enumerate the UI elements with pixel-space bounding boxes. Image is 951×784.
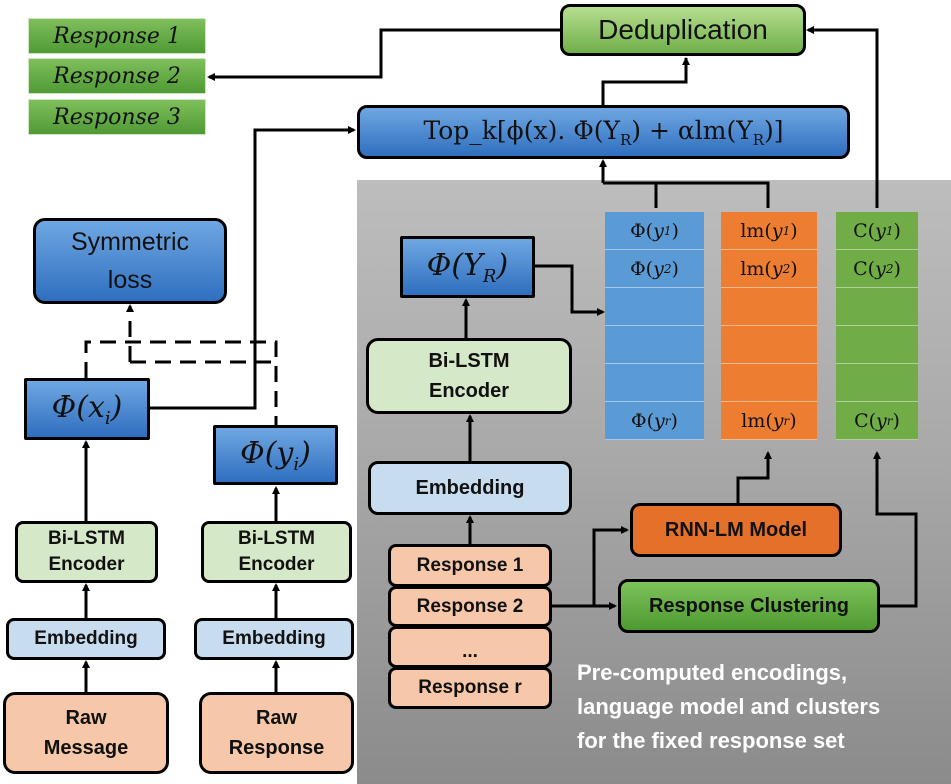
embedding-label: Embedding [222,628,326,649]
response-set-item-label: Response 1 [416,554,524,576]
output-response-3: Response 3 [28,99,206,135]
response-set-item-r: Response r [388,667,552,709]
response-clustering-box: Response Clustering [618,579,880,633]
phi-cell [605,326,704,364]
raw-message-line-2: Message [43,737,129,759]
bilstm-line-2: Encoder [428,380,510,402]
message-bilstm-box: Bi-LSTM Encoder [15,521,158,583]
phi-xi-label: Φ(xi) [51,389,123,429]
bilstm-line-1: Bi-LSTM [47,528,126,549]
topk-formula: Top_k[ϕ(x). Φ(YR) + αlm(YR)] [423,115,784,149]
clustering-label: Response Clustering [648,594,850,617]
embedding-label: Embedding [34,628,138,649]
phi-YR-label: Φ(YR) [426,247,509,287]
bilstm-line-2: Encoder [48,554,125,575]
response-set-embedding-box: Embedding [368,461,572,515]
arrow-c-column-to-deduplication [806,26,879,208]
output-response-2: Response 2 [28,58,206,94]
arrow-topk-to-deduplication-join [601,58,688,105]
phi-YR-box: Φ(YR) [400,236,535,298]
response-embedding-box: Embedding [194,618,354,660]
lm-cell [721,364,817,402]
raw-response-line-1: Raw [255,707,298,729]
response-set-item-label: ... [462,641,478,662]
phi-yi-label: Φ(yi) [240,435,311,475]
raw-response-box: Raw Response [199,692,354,774]
rnn-lm-model-box: RNN-LM Model [630,503,842,557]
lm-cell [721,326,817,364]
symmetric-loss-line-2: loss [107,266,153,294]
lm-cell [721,288,817,326]
topk-scoring-box: Top_k[ϕ(x). Φ(YR) + αlm(YR)] [357,105,850,159]
phi-yi-box: Φ(yi) [213,425,338,485]
arrow-clustering-to-c-column [873,451,918,608]
raw-message-line-1: Raw [65,707,107,729]
response-set-item-label: Response 2 [416,595,524,617]
panel-note-line-1: Pre-computed encodings, [577,660,848,685]
arrow-phi-YR-to-encodings [535,264,605,316]
arrow-phi-xi-to-topk [150,126,356,410]
join-phi-lm-columns [654,181,770,208]
arrow-rnn-lm-to-lm-column [736,451,772,503]
raw-response-line-2: Response [228,737,325,759]
bilstm-line-2: Encoder [238,554,315,575]
cluster-cell [836,326,918,364]
deduplication-box: Deduplication [560,4,806,56]
deduplication-label: Deduplication [598,14,768,45]
response-set-item-label: Response r [418,677,522,698]
cluster-cell [836,364,918,402]
arrow-deduplication-to-outputs [207,28,560,81]
raw-message-box: Raw Message [3,692,169,774]
symmetric-loss-line-1: Symmetric [70,228,190,256]
response-set-item-1: Response 1 [388,544,552,587]
message-embedding-box: Embedding [6,618,166,660]
panel-note: Pre-computed encodings, language model a… [577,656,937,758]
response-set-item-ellipsis: ... [388,626,552,668]
output-response-1: Response 1 [28,18,206,54]
bilstm-line-1: Bi-LSTM [237,528,316,549]
embedding-label: Embedding [415,476,525,499]
bilstm-line-1: Bi-LSTM [428,350,510,372]
phi-cell [605,288,704,326]
phi-cell [605,364,704,402]
panel-note-line-3: for the fixed response set [577,728,845,753]
arrow-responses-to-rnn-lm [552,526,629,608]
response-set-item-2: Response 2 [388,586,552,627]
response-bilstm-box: Bi-LSTM Encoder [201,521,352,583]
rnn-lm-label: RNN-LM Model [664,518,808,541]
cluster-cell [836,288,918,326]
phi-xi-box: Φ(xi) [24,378,150,440]
panel-note-line-2: language model and clusters [577,694,881,719]
response-set-bilstm-box: Bi-LSTM Encoder [366,338,572,414]
symmetric-loss-box: Symmetric loss [33,218,227,304]
dashed-phi-xi-loss [84,340,278,425]
